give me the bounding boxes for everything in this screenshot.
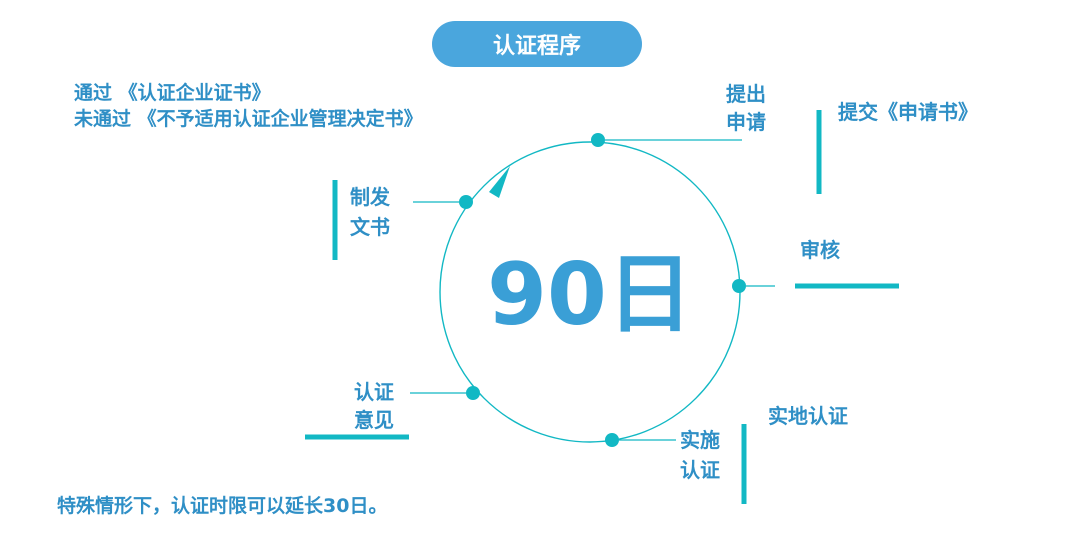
apply-label-line2: 申请 (726, 110, 766, 134)
apply-dot (591, 133, 605, 147)
review-dot (732, 279, 746, 293)
page-title: 认证程序 (432, 21, 642, 67)
apply-label-line1: 提出 (726, 82, 766, 106)
pass-result: 通过 《认证企业证书》 (74, 82, 271, 104)
issue-label-line2: 文书 (350, 215, 390, 239)
onsite-dot (605, 433, 619, 447)
onsite-description: 实地认证 (768, 404, 848, 428)
issue-dot (459, 195, 473, 209)
cycle-arrowhead (489, 166, 510, 198)
opinion-label-line1: 认证 (354, 380, 394, 404)
onsite-label-line1: 实施 (680, 428, 720, 452)
footnote: 特殊情形下，认证时限可以延长30日。 (57, 495, 388, 517)
opinion-dot (466, 386, 480, 400)
fail-result: 未通过 《不予适用认证企业管理决定书》 (74, 108, 423, 130)
apply-description: 提交《申请书》 (838, 100, 978, 124)
center-duration: 90日 (487, 245, 693, 345)
issue-label-line1: 制发 (350, 185, 390, 209)
onsite-label-line2: 认证 (680, 458, 720, 482)
opinion-label-line2: 意见 (354, 408, 394, 432)
review-label: 审核 (800, 238, 840, 262)
